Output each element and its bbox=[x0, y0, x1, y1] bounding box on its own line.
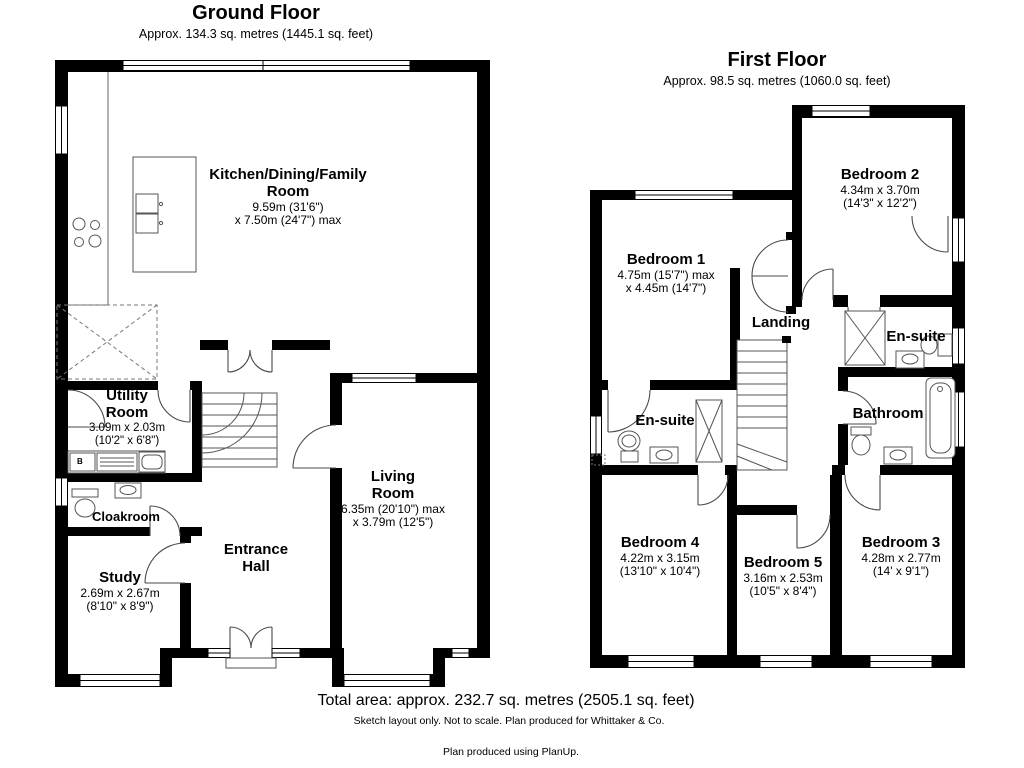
gf-cloakroom-label: Cloakroom bbox=[92, 509, 160, 524]
ff-bedroom3-label: Bedroom 3 4.28m x 2.77m (14' x 9'1") bbox=[861, 534, 941, 579]
ff-radiator-dashed bbox=[591, 454, 606, 466]
gf-kitchen-counter bbox=[68, 72, 109, 306]
first-floor-header: First Floor Approx. 98.5 sq. metres (106… bbox=[663, 49, 890, 88]
ff-ensuite1-label: En-suite bbox=[635, 412, 695, 429]
first-floor-subtitle: Approx. 98.5 sq. metres (1060.0 sq. feet… bbox=[663, 73, 891, 88]
ff-landing-label: Landing bbox=[751, 314, 811, 331]
first-floor-title: First Floor bbox=[727, 49, 827, 71]
gf-boiler-label: B bbox=[77, 457, 83, 466]
footer-credit: Plan produced using PlanUp. bbox=[442, 746, 580, 758]
ff-ensuite2-label: En-suite bbox=[886, 328, 946, 345]
ff-bathroom-sink-icon bbox=[883, 446, 913, 465]
gf-entrance-hall-label: Entrance Hall bbox=[223, 541, 289, 575]
gf-void-dashed bbox=[56, 304, 158, 380]
ff-bathroom-toilet-icon bbox=[850, 426, 872, 456]
gf-study-label: Study 2.69m x 2.67m (8'10" x 8'9") bbox=[80, 569, 160, 614]
gf-kitchen-label: Kitchen/Dining/Family Room 9.59m (31'6")… bbox=[209, 166, 367, 228]
gf-porch-step bbox=[225, 657, 277, 669]
gf-utility-counter bbox=[67, 450, 166, 474]
ff-ensuite2-sink-icon bbox=[895, 350, 925, 369]
ff-bathroom-label: Bathroom bbox=[852, 405, 924, 422]
footer-disclaimer: Sketch layout only. Not to scale. Plan p… bbox=[353, 715, 665, 727]
gf-cloakroom-sink-icon bbox=[114, 482, 142, 499]
gf-living-label: Living Room 6.35m (20'10") max x 3.79m (… bbox=[341, 468, 445, 530]
gf-stairs-icon bbox=[201, 392, 278, 468]
gf-door-arcs bbox=[67, 349, 337, 649]
ff-ensuite1-toilet-icon bbox=[617, 430, 641, 463]
gf-island-icon bbox=[132, 156, 197, 273]
ff-ensuite1-sink-icon bbox=[649, 446, 679, 464]
ff-ensuite2-toilet-icon bbox=[920, 333, 953, 357]
ff-stairs-icon bbox=[736, 336, 791, 471]
gf-utility-label: Utility Room 3.09m x 2.03m (10'2" x 6'8"… bbox=[88, 387, 166, 447]
ff-ensuite2-shower-icon bbox=[844, 310, 886, 366]
gf-cloakroom-toilet-icon bbox=[71, 488, 99, 518]
ground-floor-subtitle: Approx. 134.3 sq. metres (1445.1 sq. fee… bbox=[138, 26, 374, 41]
ff-bedroom5-label: Bedroom 5 3.16m x 2.53m (10'5" x 8'4") bbox=[743, 554, 823, 599]
ground-floor-header: Ground Floor Approx. 134.3 sq. metres (1… bbox=[139, 2, 373, 41]
ground-floor-title: Ground Floor bbox=[192, 2, 320, 24]
ff-bedroom2-label: Bedroom 2 4.34m x 3.70m (14'3" x 12'2") bbox=[840, 166, 920, 211]
footer-total-area: Total area: approx. 232.7 sq. metres (25… bbox=[317, 692, 695, 709]
ff-bedroom1-label: Bedroom 1 4.75m (15'7") max x 4.45m (14'… bbox=[617, 251, 715, 296]
ff-windows bbox=[590, 105, 965, 668]
ff-ensuite1-shower-icon bbox=[695, 399, 723, 463]
ff-bedroom4-label: Bedroom 4 4.22m x 3.15m (13'10" x 10'4") bbox=[619, 534, 701, 579]
gf-hob-icon bbox=[72, 217, 102, 248]
gf-windows bbox=[55, 60, 470, 687]
ff-bath-icon bbox=[925, 377, 956, 459]
